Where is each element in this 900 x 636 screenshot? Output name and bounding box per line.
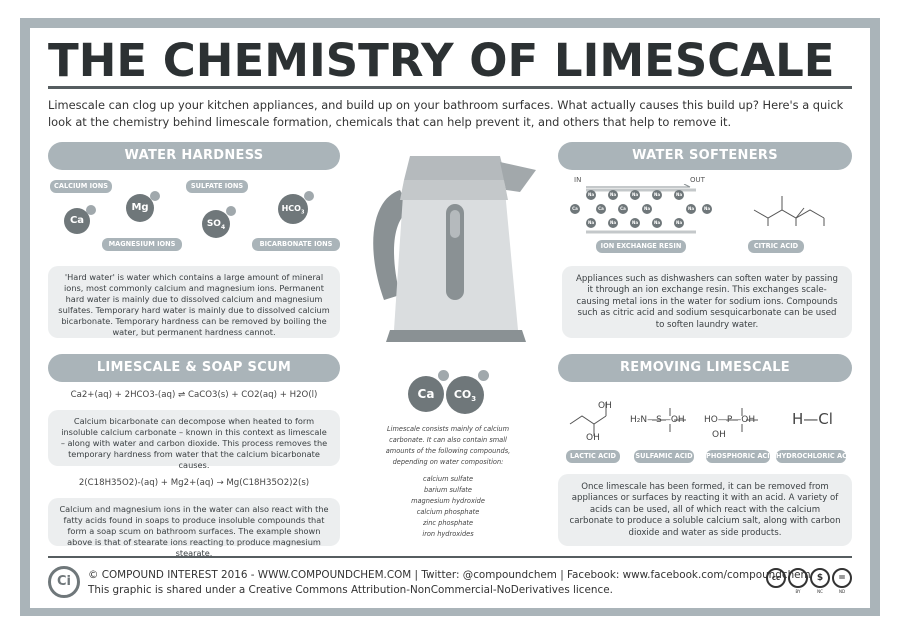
calcium-ion: Ca	[596, 204, 606, 214]
citric-acid-label: CITRIC ACID	[748, 240, 804, 253]
charge-badge	[304, 191, 314, 201]
sodium-ion: Na	[608, 218, 618, 228]
sodium-ion: Na	[608, 190, 618, 200]
citric-acid-structure	[753, 196, 825, 226]
bicarbonate-ions-label: BICARBONATE IONS	[252, 238, 340, 251]
sodium-ion: Na	[674, 190, 684, 200]
by-icon	[788, 568, 808, 588]
sodium-ion: Na	[652, 218, 662, 228]
sodium-ion: Na	[674, 218, 684, 228]
footer-rule	[48, 556, 852, 558]
resin-beads: Na Na Na Na Na Ca Ca Ca Na Na Na Na Na N…	[570, 190, 712, 230]
bicarbonate-ion: HCO3	[278, 194, 308, 224]
limescale-compound-list: calcium sulfate barium sulfate magnesium…	[380, 474, 516, 540]
calcium-ion-center: Ca	[408, 376, 444, 412]
sodium-ion: Na	[630, 190, 640, 200]
calcium-ion: Ca	[64, 208, 90, 234]
creative-commons-badge: cc $ = BY NC ND	[766, 568, 852, 594]
out-label: OUT	[690, 176, 705, 184]
compound-interest-logo: Ci	[48, 566, 80, 598]
removing-limescale-text: Once limescale has been formed, it can b…	[558, 474, 852, 546]
phosphoric-acid-label: PHOSPHORIC ACID	[706, 450, 775, 463]
sulfate-ions-label: SULFATE IONS	[186, 180, 248, 193]
sodium-ion: Na	[642, 204, 652, 214]
cc-icon: cc	[766, 568, 786, 588]
intro-text: Limescale can clog up your kitchen appli…	[48, 98, 844, 129]
footer-license: This graphic is shared under a Creative …	[88, 584, 613, 596]
soap-scum-text: Calcium and magnesium ions in the water …	[48, 498, 340, 558]
footer-credits: © COMPOUND INTEREST 2016 - WWW.COMPOUNDC…	[88, 569, 811, 581]
charge-badge	[438, 370, 449, 381]
magnesium-ion: Mg	[126, 194, 154, 222]
sodium-ion: Na	[686, 204, 696, 214]
limescale-formation-text: Calcium bicarbonate can decompose when h…	[48, 410, 340, 470]
in-label: IN	[574, 176, 582, 184]
kettle-illustration	[373, 156, 536, 342]
removing-limescale-heading: REMOVING LIMESCALE	[558, 354, 852, 382]
limescale-composition-text: Limescale consists mainly of calcium car…	[385, 425, 511, 466]
nd-icon: =	[832, 568, 852, 588]
list-item: barium sulfate	[424, 486, 472, 494]
calcium-ion: Ca	[570, 204, 580, 214]
water-hardness-heading: WATER HARDNESS	[48, 142, 340, 170]
charge-badge	[478, 370, 489, 381]
nc-label: NC	[817, 589, 823, 594]
list-item: calcium phosphate	[416, 508, 480, 516]
list-item: calcium sulfate	[422, 475, 474, 483]
limescale-equation: Ca2+(aq) + 2HCO3-(aq) ⇌ CaCO3(s) + CO2(a…	[70, 390, 318, 400]
sulfate-ion: SO4	[202, 210, 230, 238]
title-rule	[48, 86, 852, 89]
nd-label: ND	[838, 589, 846, 594]
ion-exchange-resin-label: ION EXCHANGE RESIN	[596, 240, 686, 253]
list-item: zinc phosphate	[422, 519, 474, 527]
charge-badge	[226, 206, 236, 216]
water-softeners-heading: WATER SOFTENERS	[558, 142, 852, 170]
sodium-ion: Na	[702, 204, 712, 214]
calcium-ions-label: CALCIUM IONS	[50, 180, 112, 193]
soap-scum-heading: LIMESCALE & SOAP SCUM	[48, 354, 340, 382]
water-hardness-text: 'Hard water' is water which contains a l…	[48, 266, 340, 338]
sulfamic-acid-label: SULFAMIC ACID	[634, 450, 694, 463]
hydrochloric-acid-formula: H—Cl	[792, 410, 833, 428]
sodium-ion: Na	[630, 218, 640, 228]
hydrochloric-acid-label: HYDROCHLORIC ACID	[776, 450, 855, 463]
page-title: THE CHEMISTRY OF LIMESCALE	[48, 34, 835, 87]
lactic-acid-label: LACTIC ACID	[566, 450, 620, 463]
magnesium-ions-label: MAGNESIUM IONS	[102, 238, 182, 251]
soap-scum-equation: 2(C18H35O2)-(aq) + Mg2+(aq) → Mg(C18H35O…	[78, 478, 310, 488]
sodium-ion: Na	[586, 218, 596, 228]
sodium-ion: Na	[652, 190, 662, 200]
list-item: magnesium hydroxide	[411, 497, 485, 505]
carbonate-ion-center: CO3	[446, 376, 484, 414]
charge-badge	[150, 191, 160, 201]
nc-icon: $	[810, 568, 830, 588]
charge-badge	[86, 205, 96, 215]
sodium-ion: Na	[586, 190, 596, 200]
acid-structures	[569, 402, 758, 436]
calcium-ion: Ca	[618, 204, 628, 214]
list-item: iron hydroxides	[422, 530, 474, 538]
by-label: BY	[795, 589, 801, 594]
water-softeners-text: Appliances such as dishwashers can softe…	[562, 266, 852, 338]
